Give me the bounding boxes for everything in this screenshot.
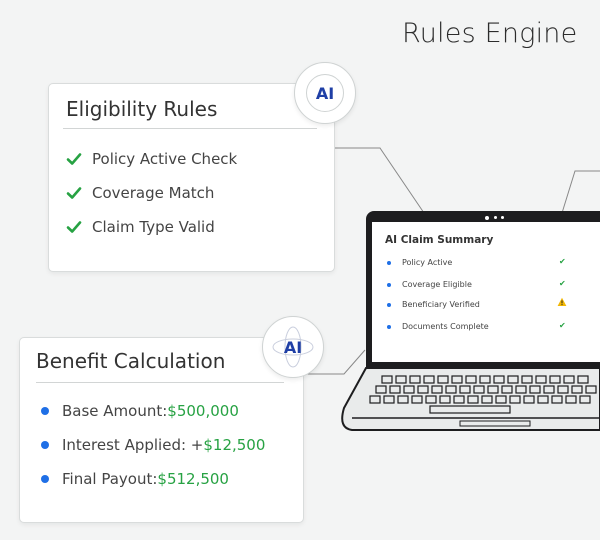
sensor-dot	[501, 216, 504, 219]
bullet-icon	[387, 302, 391, 307]
benefit-label: Final Payout:	[62, 470, 158, 488]
warning-icon	[557, 297, 567, 306]
bullet-icon	[41, 475, 49, 483]
sensor-dot	[494, 216, 497, 219]
benefit-item: Interest Applied: +$12,500	[41, 436, 265, 454]
divider	[63, 128, 317, 129]
laptop-screen	[372, 222, 600, 362]
summary-item-label: Policy Active	[402, 258, 453, 267]
benefit-calculation-title: Benefit Calculation	[36, 349, 226, 373]
bullet-icon	[387, 260, 391, 265]
benefit-label: Interest Applied: +	[62, 436, 204, 454]
page-title: Rules Engine	[402, 18, 578, 49]
rule-label: Claim Type Valid	[92, 218, 215, 236]
summary-item-label: Coverage Eligible	[402, 280, 472, 289]
benefit-calculation-card: Benefit Calculation Base Amount: $500,00…	[19, 337, 304, 523]
ai-badge-ring	[306, 74, 344, 112]
rule-item: Claim Type Valid	[66, 218, 215, 236]
check-icon: ✔	[559, 257, 566, 266]
bullet-icon	[41, 441, 49, 449]
check-icon	[66, 153, 82, 165]
claim-summary-title: AI Claim Summary	[385, 234, 494, 246]
rule-item: Coverage Match	[66, 184, 214, 202]
summary-item: Policy Active	[387, 258, 452, 267]
summary-item-label: Beneficiary Verified	[402, 300, 480, 309]
rule-label: Coverage Match	[92, 184, 215, 202]
benefit-value: $512,500	[157, 470, 229, 488]
bullet-icon	[387, 282, 391, 287]
ai-badge-label: AI	[315, 83, 335, 103]
check-icon: ✔	[559, 321, 566, 330]
bullet-icon	[387, 324, 391, 329]
rule-item: Policy Active Check	[66, 150, 237, 168]
summary-item: Beneficiary Verified	[387, 300, 480, 309]
check-icon	[66, 187, 82, 199]
benefit-item: Final Payout: $512,500	[41, 470, 229, 488]
ai-badge: AI	[294, 62, 356, 124]
ai-atom-badge: AI	[262, 316, 324, 378]
atom-icon	[272, 326, 314, 368]
summary-item: Coverage Eligible	[387, 280, 472, 289]
divider	[36, 382, 284, 383]
bullet-icon	[41, 407, 49, 415]
benefit-item: Base Amount: $500,000	[41, 402, 239, 420]
camera-icon	[485, 216, 489, 220]
rule-label: Policy Active Check	[92, 150, 238, 168]
summary-item-label: Documents Complete	[402, 322, 489, 331]
eligibility-rules-title: Eligibility Rules	[66, 97, 218, 121]
eligibility-rules-card: Eligibility Rules Policy Active Check Co…	[48, 83, 335, 272]
benefit-value: $500,000	[167, 402, 239, 420]
check-icon	[66, 221, 82, 233]
summary-item: Documents Complete	[387, 322, 489, 331]
check-icon: ✔	[559, 279, 566, 288]
benefit-value: $12,500	[203, 436, 266, 454]
benefit-label: Base Amount:	[62, 402, 168, 420]
ai-badge-label: AI	[283, 337, 303, 357]
